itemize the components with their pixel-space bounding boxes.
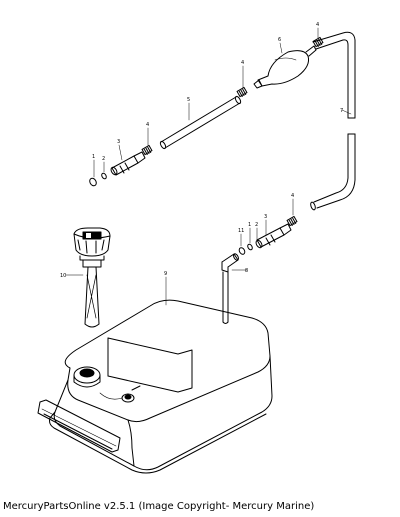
fuel-gauge-assembly xyxy=(73,227,111,328)
retaining-clip-right xyxy=(238,247,246,255)
hose-clamp-top-left xyxy=(236,86,248,98)
callout-2-left: 2 xyxy=(102,156,105,162)
callout-8: 8 xyxy=(245,268,248,274)
parts-diagram: 6 4 4 5 4 3 1 2 7 4 3 11 1 2 8 9 10 xyxy=(37,22,356,474)
callout-5: 5 xyxy=(187,97,190,103)
o-ring-left xyxy=(101,172,107,180)
o-ring-right xyxy=(247,243,253,251)
callout-3-right: 3 xyxy=(264,214,267,220)
callout-4-left: 4 xyxy=(146,122,149,128)
callout-4-top: 4 xyxy=(316,22,319,28)
fuel-line-hose xyxy=(310,31,356,211)
callout-9: 9 xyxy=(164,271,167,277)
callout-7: 7 xyxy=(340,108,343,114)
callout-6: 6 xyxy=(278,37,281,43)
primer-bulb xyxy=(253,45,317,89)
callout-11: 11 xyxy=(238,228,244,234)
connector-fitting-left xyxy=(110,151,146,176)
retaining-clip-left xyxy=(89,177,97,187)
fuel-pickup-elbow xyxy=(221,253,239,324)
callout-1-right: 1 xyxy=(248,222,251,228)
callout-4-mid: 4 xyxy=(241,60,244,66)
image-caption: MercuryPartsOnline v2.5.1 (Image Copyrig… xyxy=(3,501,315,512)
callout-2-right: 2 xyxy=(255,222,258,228)
hose-clamp-top-right xyxy=(312,36,324,48)
fuel-hose-section xyxy=(159,95,242,150)
hose-clamp-right-lower xyxy=(286,215,298,227)
callout-10: 10 xyxy=(60,273,66,279)
leader-lines xyxy=(65,27,352,306)
callout-1-left: 1 xyxy=(92,154,95,160)
fuel-tank xyxy=(37,299,273,474)
hose-clamp-left xyxy=(141,144,153,156)
callout-3-left: 3 xyxy=(117,139,120,145)
callout-4-right: 4 xyxy=(291,193,294,199)
connector-fitting-right xyxy=(255,223,292,249)
